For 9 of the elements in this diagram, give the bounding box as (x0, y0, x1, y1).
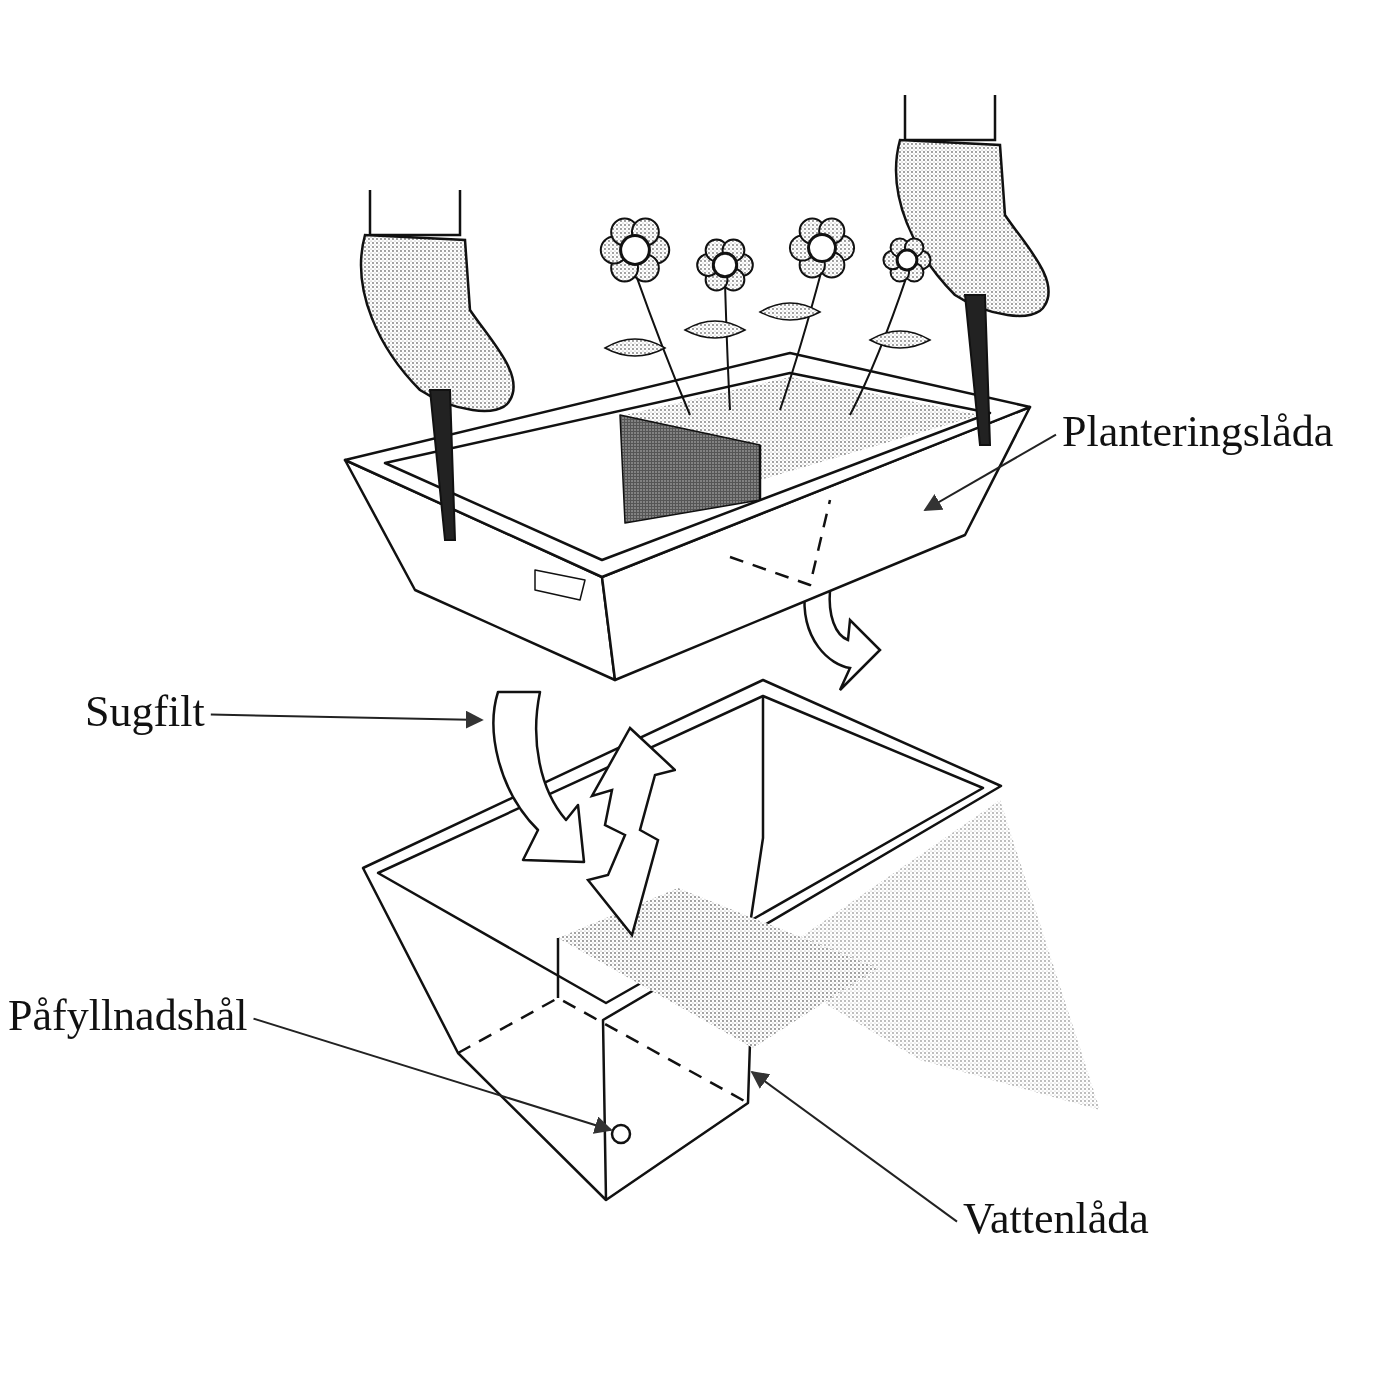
part-label: Påfyllnadshål (8, 992, 248, 1041)
part-label: Planteringslåda (1062, 408, 1334, 457)
fill-hole (610, 1123, 632, 1145)
part-label: Vattenlåda (963, 1195, 1149, 1244)
leader-line (209, 710, 484, 729)
part-label: Sugfilt (85, 688, 205, 737)
leader-line (923, 433, 1057, 511)
leader-line (252, 1017, 613, 1134)
leader-line (750, 1070, 958, 1223)
